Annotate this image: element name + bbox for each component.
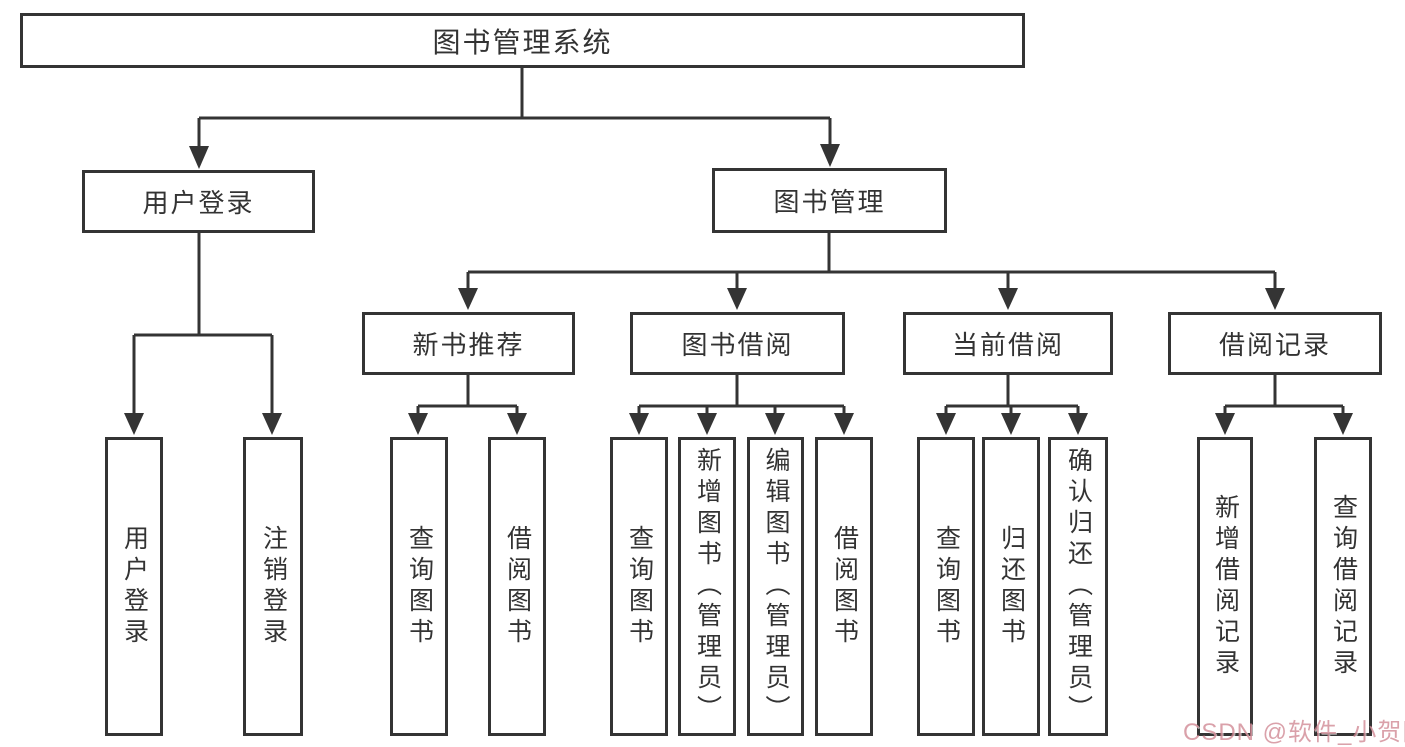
connector-book-borrow-to-children — [629, 375, 854, 435]
node-borrow-books-1: 借阅图书 — [488, 437, 546, 736]
connector-new-books-to-children — [408, 375, 527, 435]
arrowhead — [262, 413, 282, 435]
node-add-borrow-record: 新增借阅记录 — [1197, 437, 1253, 736]
node-user-login-leaf: 用户登录 — [105, 437, 163, 736]
node-edit-book-admin: 编辑图书（管理员） — [747, 437, 804, 736]
node-book-management: 图书管理 — [712, 168, 947, 233]
node-query-books-2: 查询图书 — [610, 437, 668, 736]
node-borrow-books-2: 借阅图书 — [815, 437, 873, 736]
node-query-borrow-record: 查询借阅记录 — [1314, 437, 1372, 736]
connector-user-login-to-children — [124, 233, 282, 435]
arrowhead — [1265, 288, 1285, 310]
node-add-book-admin: 新增图书（管理员） — [678, 437, 736, 736]
node-query-books-3: 查询图书 — [917, 437, 975, 736]
arrowhead — [998, 288, 1018, 310]
arrowhead — [697, 413, 717, 435]
node-confirm-return-admin: 确认归还（管理员） — [1048, 437, 1108, 736]
node-logout: 注销登录 — [243, 437, 303, 736]
arrowhead — [834, 413, 854, 435]
arrowhead — [1215, 413, 1235, 435]
arrowhead — [124, 413, 144, 435]
arrowhead — [1333, 413, 1353, 435]
node-user-login: 用户登录 — [82, 170, 315, 233]
arrowhead — [765, 413, 785, 435]
node-borrow-records: 借阅记录 — [1168, 312, 1382, 375]
node-new-book-recommend: 新书推荐 — [362, 312, 575, 375]
arrowhead — [1001, 413, 1021, 435]
connector-current-borrow-to-children — [936, 375, 1088, 435]
arrowhead — [189, 146, 209, 169]
connector-book-management-to-level2 — [458, 233, 1285, 310]
arrowhead — [1068, 413, 1088, 435]
arrowhead — [727, 288, 747, 310]
arrowhead — [507, 413, 527, 435]
arrowhead — [458, 288, 478, 310]
connector-root-to-level1 — [189, 66, 840, 169]
node-return-books: 归还图书 — [982, 437, 1040, 736]
arrowhead — [629, 413, 649, 435]
arrowhead — [408, 413, 428, 435]
node-current-borrow: 当前借阅 — [903, 312, 1113, 375]
connector-borrow-records-to-children — [1215, 375, 1353, 435]
arrowhead — [936, 413, 956, 435]
node-library-management-system: 图书管理系统 — [20, 13, 1025, 68]
node-book-borrow: 图书借阅 — [630, 312, 845, 375]
node-query-books-1: 查询图书 — [390, 437, 448, 736]
arrowhead — [820, 144, 840, 167]
